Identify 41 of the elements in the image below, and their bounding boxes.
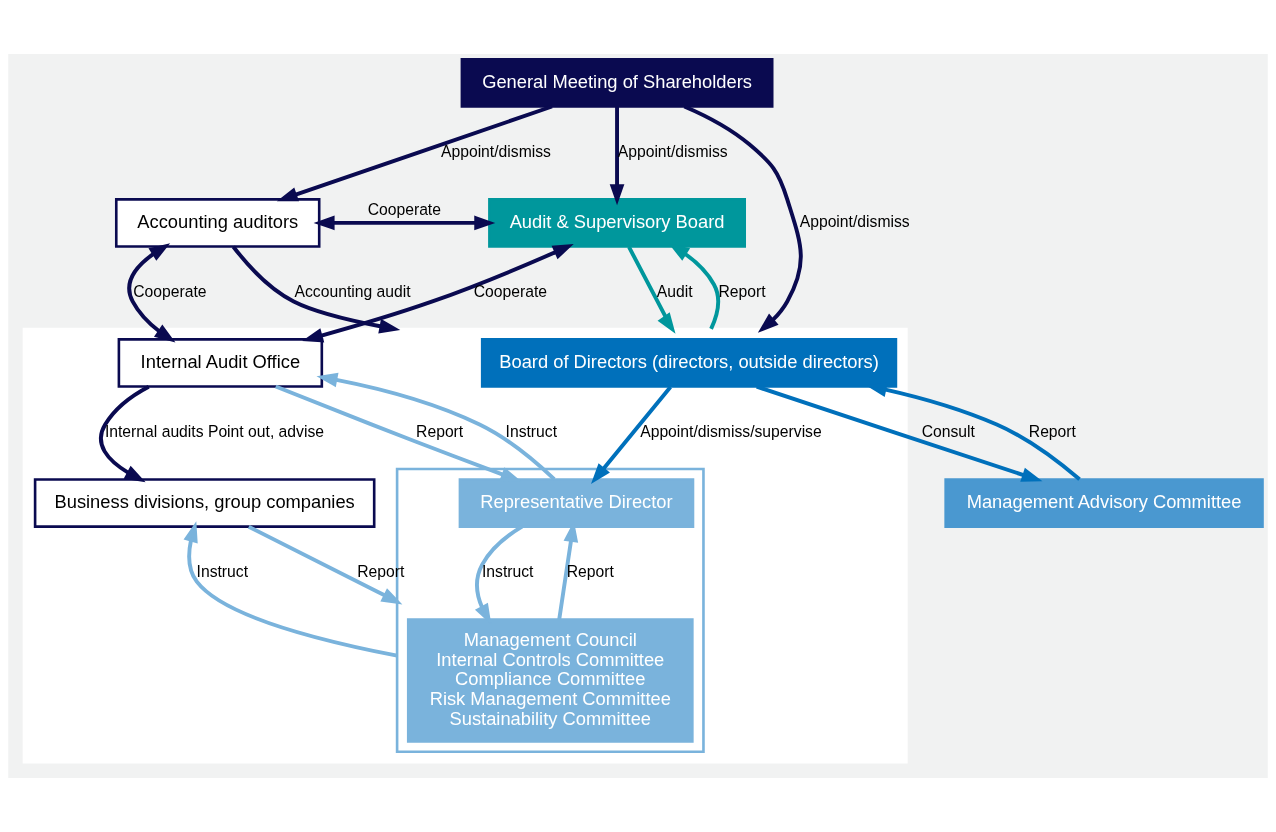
edge-label: Report: [416, 423, 464, 441]
edge-label: Instruct: [481, 563, 534, 581]
arrow: [609, 106, 625, 206]
arrow: [316, 372, 556, 481]
arrow: [247, 524, 403, 605]
arrow: [231, 245, 401, 334]
edge-label: Report: [1028, 423, 1076, 441]
edge-label: Appoint/dismiss: [799, 212, 910, 230]
edge-label: Accounting audit: [294, 282, 411, 300]
node-box: General Meeting of Shareholders: [460, 57, 774, 108]
arrow: [127, 243, 176, 343]
arrow: [590, 385, 672, 485]
arrow: [627, 246, 676, 334]
edge-label: Audit: [656, 282, 693, 300]
node-box: Board of Directors (directors, outside directors): [480, 338, 898, 388]
edge-label: Report: [357, 563, 405, 581]
edge-label: Cooperate: [133, 282, 207, 300]
edge-label: Appoint/dismiss: [440, 142, 551, 160]
node-box: Business divisions, group companies: [33, 478, 376, 528]
arrow: [756, 384, 1043, 482]
node-box: Accounting auditors: [114, 198, 321, 248]
edge-label: Internal audits Point out, advise: [104, 423, 325, 441]
arrow: [99, 385, 150, 483]
node-box: Representative Director: [458, 478, 695, 528]
edge-label: Report: [718, 282, 766, 300]
edge-label: Report: [566, 563, 614, 581]
node-box: Management Council Internal Controls Committee Compliance Committee Risk Management Committee Sustainability Committee: [406, 618, 694, 743]
arrow: [183, 521, 398, 658]
edge-label: Consult: [921, 423, 975, 441]
node-box: Audit & Supervisory Board: [488, 198, 746, 248]
arrow: [313, 215, 496, 231]
edge-label: Cooperate: [367, 200, 441, 218]
arrow: [276, 104, 553, 202]
edge-label: Appoint/dismiss/supervise: [640, 423, 822, 441]
edge-label: Instruct: [505, 423, 558, 441]
edge-label: Instruct: [196, 563, 249, 581]
arrow: [302, 244, 574, 343]
node-box: Internal Audit Office: [117, 338, 324, 388]
node-box: Management Advisory Committee: [944, 478, 1264, 528]
edge-label: Cooperate: [473, 282, 548, 300]
arrow: [683, 104, 803, 333]
